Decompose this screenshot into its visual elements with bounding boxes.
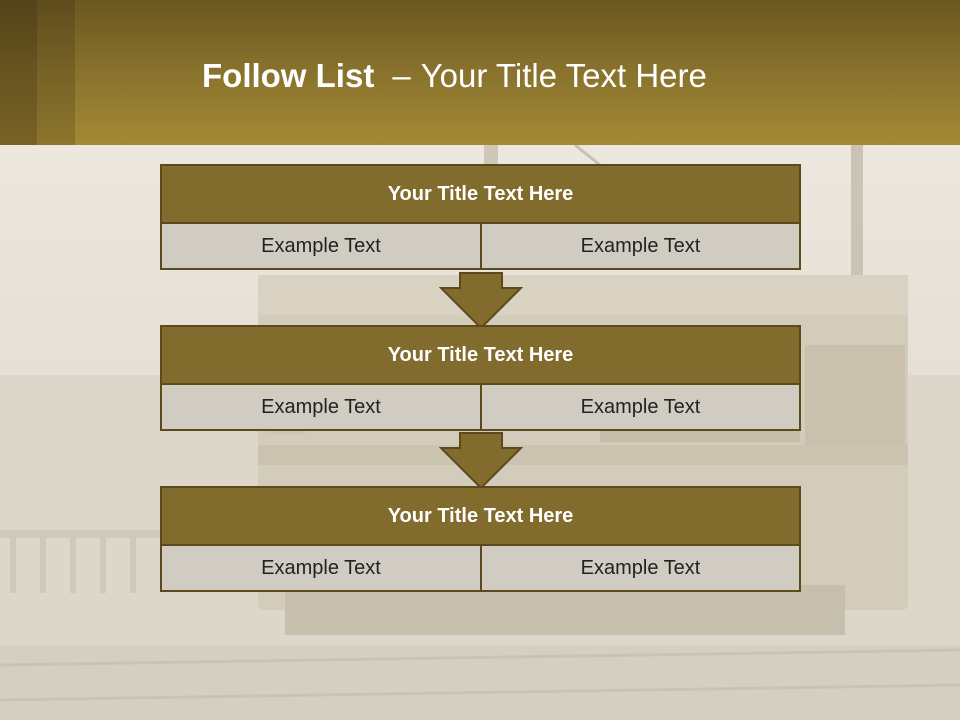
list-block-left-text: Example Text [162, 385, 482, 429]
list-block-left-text: Example Text [162, 224, 482, 268]
down-arrow-icon [439, 432, 523, 490]
list-block-title: Your Title Text Here [162, 166, 799, 224]
list-block-left-text: Example Text [162, 546, 482, 590]
title-bar-accent-light [37, 0, 75, 145]
slide-title-separator: – [392, 57, 411, 94]
slide-title: Follow List–Your Title Text Here [202, 54, 707, 98]
list-block-right-text: Example Text [580, 556, 701, 579]
list-block-right-text: Example Text [580, 234, 701, 257]
list-block-2: Your Title Text Here Example Text Exampl… [160, 325, 801, 431]
title-bar-accent-dark [0, 0, 37, 145]
down-arrow-icon [439, 272, 523, 330]
list-block-title: Your Title Text Here [162, 327, 799, 385]
list-block-3: Your Title Text Here Example Text Exampl… [160, 486, 801, 592]
slide-title-bold: Follow List [202, 57, 375, 94]
title-bar: Follow List–Your Title Text Here [0, 0, 960, 145]
list-block-1: Your Title Text Here Example Text Exampl… [160, 164, 801, 270]
list-block-title: Your Title Text Here [162, 488, 799, 546]
list-block-right-text: Example Text [580, 395, 701, 418]
slide-title-rest: Your Title Text Here [420, 57, 707, 94]
